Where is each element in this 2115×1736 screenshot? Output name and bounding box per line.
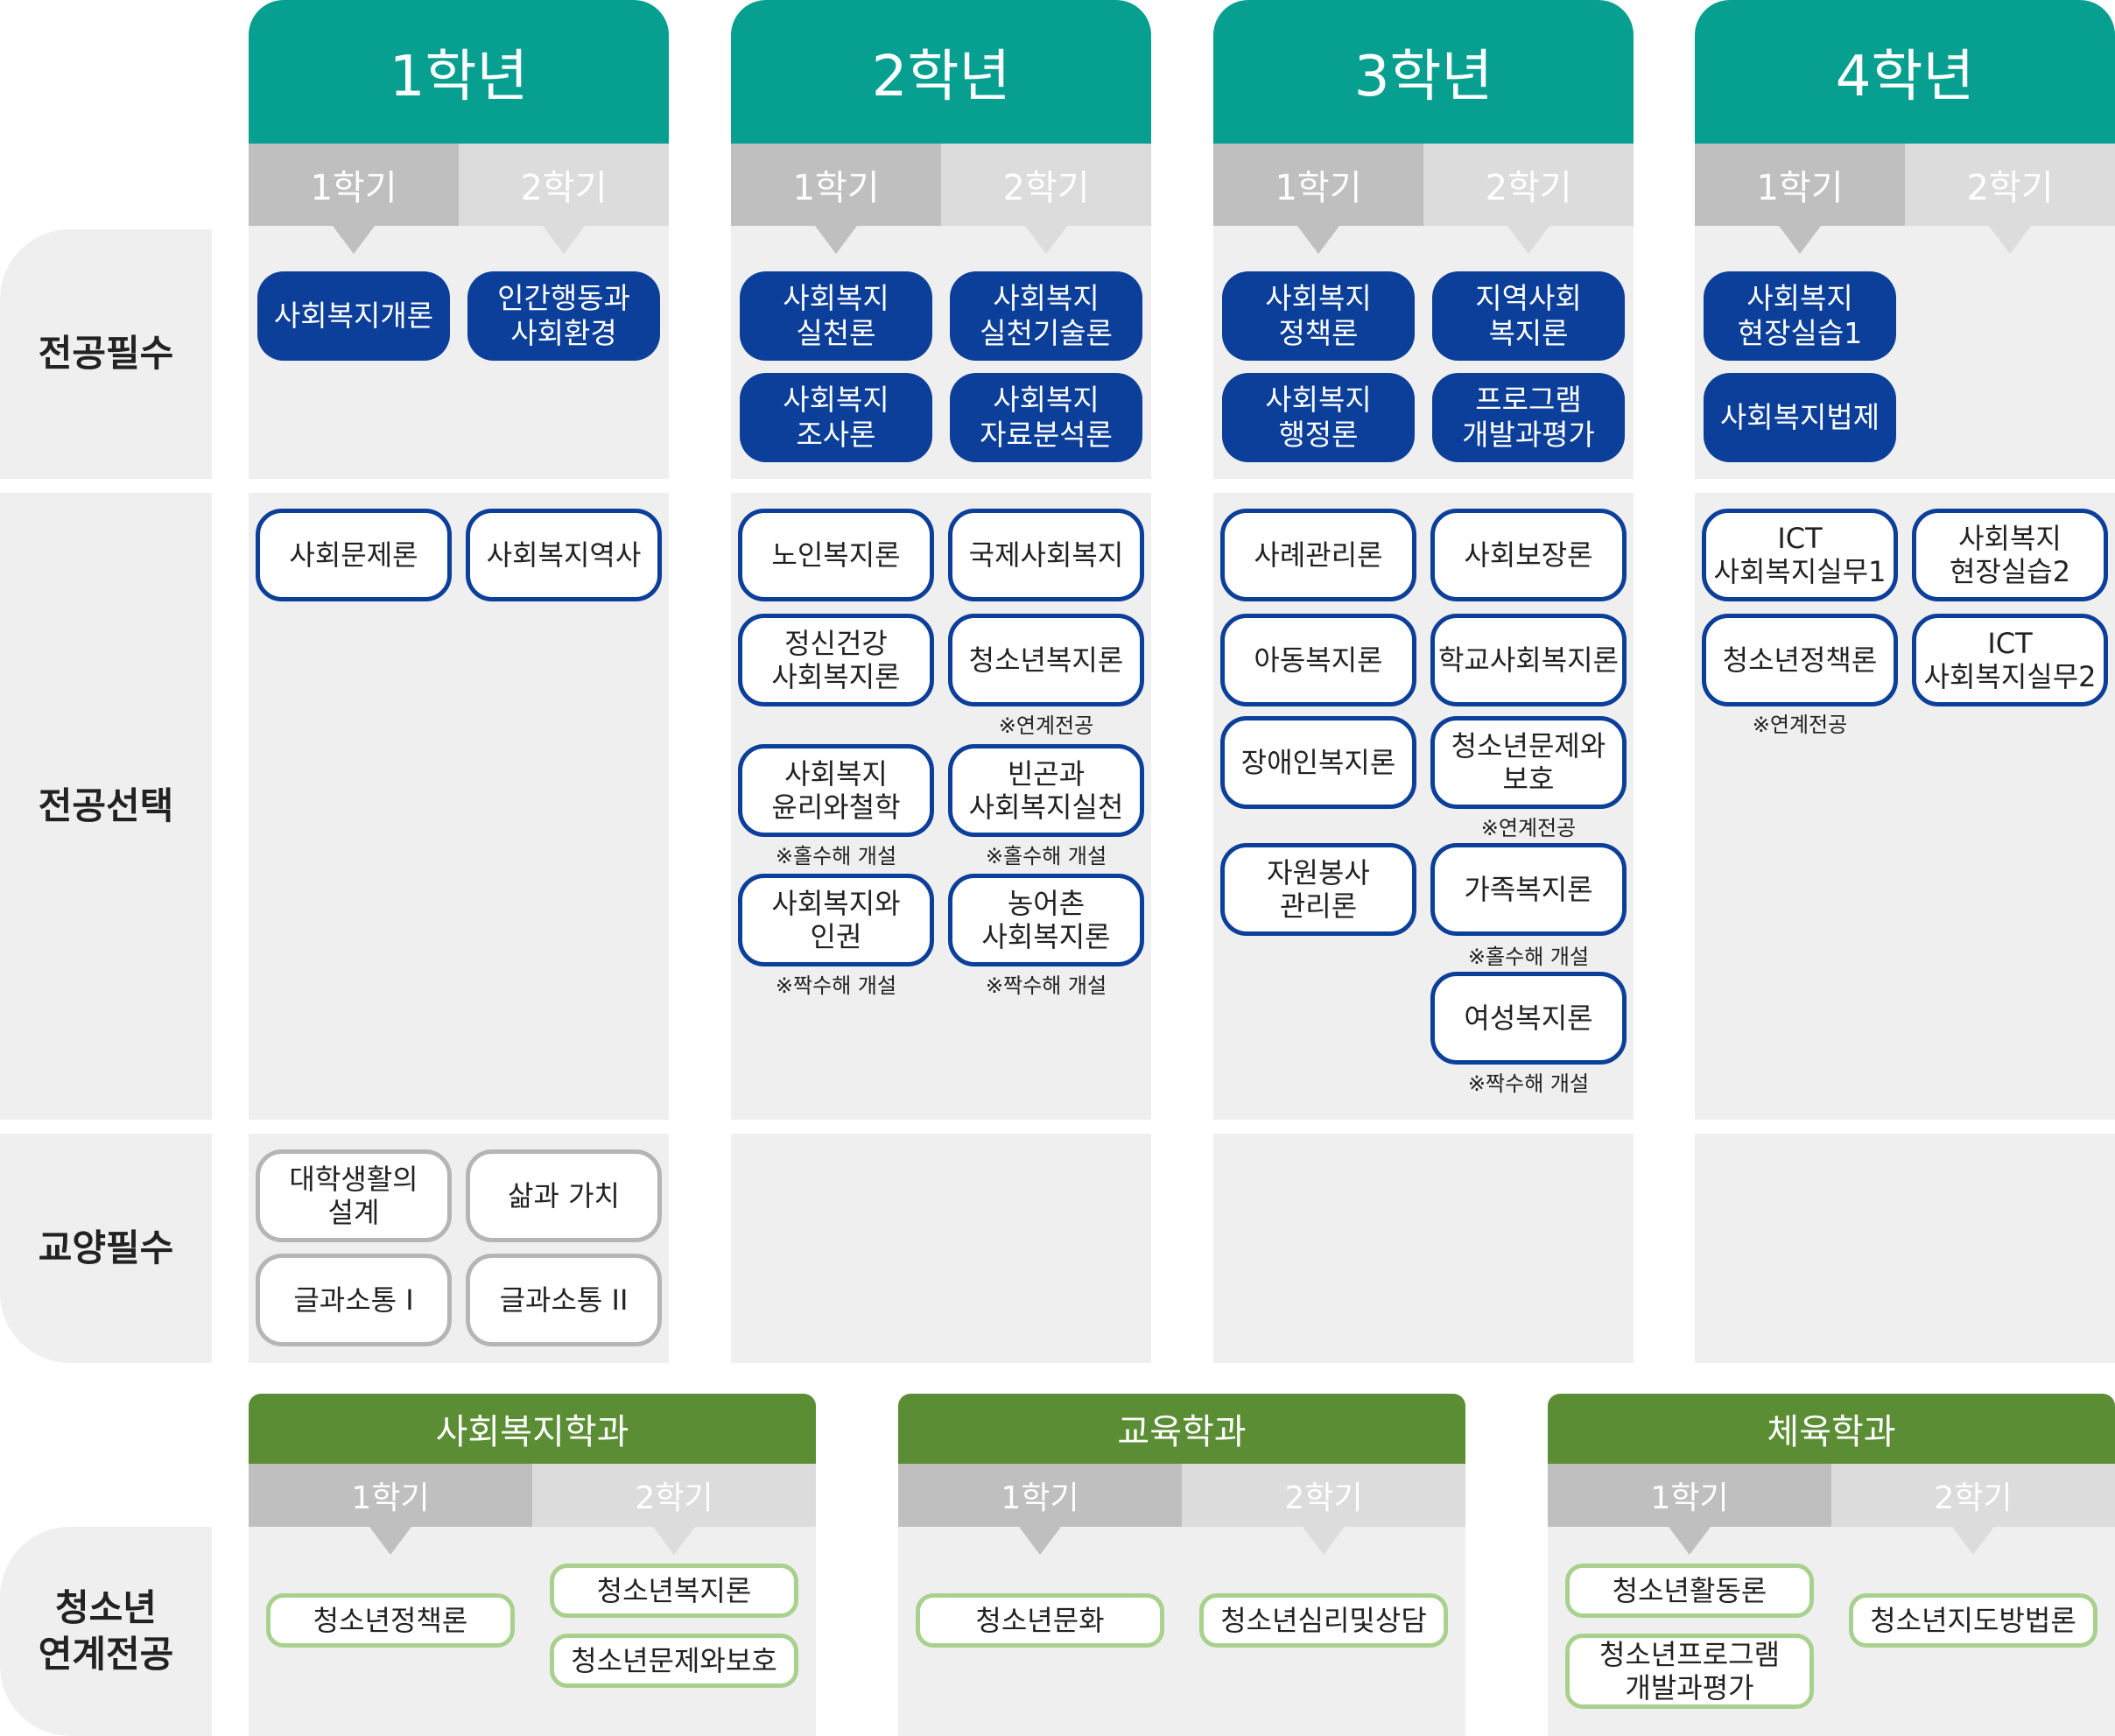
- semester-arrow: [1025, 226, 1067, 254]
- course-required[interactable]: 사회복지 조사론: [740, 373, 932, 462]
- semester-1-header: 1학기: [1548, 1464, 1831, 1527]
- course-elective[interactable]: 장애인복지론: [1220, 716, 1416, 809]
- course-general[interactable]: 글과소통 I: [256, 1254, 452, 1346]
- course-elective[interactable]: ICT 사회복지실무2: [1912, 614, 2108, 706]
- course-general[interactable]: 대학생활의 설계: [256, 1149, 452, 1242]
- course-elective[interactable]: 사회문제론: [256, 509, 452, 601]
- dept-header: 체육학과: [1548, 1394, 2115, 1464]
- course-elective[interactable]: 청소년복지론: [948, 614, 1144, 706]
- panel-general-y3: [1213, 1134, 1634, 1363]
- semester-1-header: 1학기: [249, 144, 459, 226]
- course-required[interactable]: 사회복지 행정론: [1222, 373, 1415, 462]
- semester-arrow: [1507, 226, 1549, 254]
- course-elective[interactable]: 사회복지 윤리와철학: [738, 744, 934, 837]
- semester-arrow: [369, 1527, 411, 1555]
- course-required[interactable]: 사회복지 실천기술론: [950, 271, 1142, 361]
- semester-1-header: 1학기: [1213, 144, 1423, 226]
- semester-arrow: [1303, 1527, 1345, 1555]
- course-linked[interactable]: 청소년활동론: [1565, 1564, 1814, 1618]
- note-odd-year: ※홀수해 개설: [985, 844, 1107, 868]
- semester-2-header: 2학기: [532, 1464, 816, 1527]
- semester-arrow: [1669, 1527, 1711, 1555]
- course-elective[interactable]: 여성복지론: [1430, 972, 1627, 1065]
- semester-arrow: [815, 226, 857, 254]
- note-odd-year: ※홀수해 개설: [775, 844, 897, 868]
- semester-1-header: 1학기: [731, 144, 941, 226]
- year-header-4: 4학년: [1695, 0, 2115, 144]
- course-required[interactable]: 사회복지 자료분석론: [950, 373, 1142, 462]
- course-required[interactable]: 사회복지개론: [257, 271, 450, 361]
- panel-general-y4: [1695, 1134, 2115, 1363]
- course-required[interactable]: 사회복지 정책론: [1222, 271, 1415, 361]
- semester-2-header: 2학기: [1182, 1464, 1465, 1527]
- semester-2-header: 2학기: [1423, 144, 1634, 226]
- course-elective[interactable]: 사회복지 현장실습2: [1912, 509, 2108, 601]
- course-elective[interactable]: 학교사회복지론: [1430, 614, 1627, 706]
- course-linked[interactable]: 청소년지도방법론: [1849, 1593, 2097, 1648]
- semester-arrow: [543, 226, 585, 254]
- semester-arrow: [333, 226, 375, 254]
- semester-arrow: [1297, 226, 1339, 254]
- semester-2-header: 2학기: [1831, 1464, 2115, 1527]
- course-linked[interactable]: 청소년문제와보호: [550, 1634, 798, 1688]
- course-general[interactable]: 글과소통 II: [466, 1254, 662, 1346]
- course-elective[interactable]: 국제사회복지: [948, 509, 1144, 601]
- course-required[interactable]: 프로그램 개발과평가: [1432, 373, 1625, 462]
- semester-arrow: [1989, 226, 2031, 254]
- course-elective[interactable]: 정신건강 사회복지론: [738, 614, 934, 706]
- semester-1-header: 1학기: [898, 1464, 1182, 1527]
- note-linked-major: ※연계전공: [1480, 816, 1577, 840]
- course-linked[interactable]: 청소년심리및상담: [1199, 1593, 1448, 1648]
- course-elective[interactable]: 청소년정책론: [1702, 614, 1898, 706]
- note-odd-year: ※홀수해 개설: [1467, 945, 1590, 969]
- year-header-2: 2학년: [731, 0, 1151, 144]
- semester-arrow: [1019, 1527, 1061, 1555]
- row-label-major-required: 전공필수: [0, 229, 212, 479]
- semester-arrow: [1952, 1527, 1994, 1555]
- course-required[interactable]: 사회복지법제: [1704, 373, 1896, 462]
- row-label-youth-linked: 청소년 연계전공: [0, 1527, 212, 1736]
- course-required[interactable]: 지역사회 복지론: [1432, 271, 1625, 361]
- course-elective[interactable]: ICT 사회복지실무1: [1702, 509, 1898, 601]
- course-linked[interactable]: 청소년프로그램 개발과평가: [1565, 1634, 1814, 1709]
- course-elective[interactable]: 빈곤과 사회복지실천: [948, 744, 1144, 837]
- course-elective[interactable]: 사회복지역사: [466, 509, 662, 601]
- semester-2-header: 2학기: [1905, 144, 2115, 226]
- note-even-year: ※짝수해 개설: [985, 973, 1107, 998]
- course-required[interactable]: 사회복지 현장실습1: [1704, 271, 1896, 361]
- semester-arrow: [1779, 226, 1821, 254]
- course-linked[interactable]: 청소년문화: [916, 1593, 1164, 1648]
- semester-2-header: 2학기: [459, 144, 669, 226]
- note-even-year: ※짝수해 개설: [775, 973, 897, 998]
- course-required[interactable]: 사회복지 실천론: [740, 271, 932, 361]
- panel-general-y2: [731, 1134, 1151, 1363]
- semester-arrow: [653, 1527, 695, 1555]
- semester-1-header: 1학기: [1695, 144, 1905, 226]
- course-linked[interactable]: 청소년정책론: [266, 1593, 515, 1648]
- row-label-major-elective: 전공선택: [0, 493, 212, 1120]
- course-elective[interactable]: 청소년문제와 보호: [1430, 716, 1627, 809]
- note-linked-major: ※연계전공: [1752, 713, 1848, 737]
- row-label-general-required: 교양필수: [0, 1134, 212, 1363]
- course-elective[interactable]: 사례관리론: [1220, 509, 1416, 601]
- year-header-1: 1학년: [249, 0, 669, 144]
- course-elective[interactable]: 사회보장론: [1430, 509, 1627, 601]
- dept-header: 사회복지학과: [249, 1394, 816, 1464]
- course-required[interactable]: 인간행동과 사회환경: [467, 271, 660, 361]
- course-elective[interactable]: 사회복지와 인권: [738, 874, 934, 966]
- course-elective[interactable]: 노인복지론: [738, 509, 934, 601]
- course-elective[interactable]: 자원봉사 관리론: [1220, 843, 1416, 936]
- course-elective[interactable]: 아동복지론: [1220, 614, 1416, 706]
- course-elective[interactable]: 가족복지론: [1430, 843, 1627, 936]
- note-even-year: ※짝수해 개설: [1467, 1072, 1590, 1096]
- dept-header: 교육학과: [898, 1394, 1465, 1464]
- year-header-3: 3학년: [1213, 0, 1634, 144]
- semester-2-header: 2학기: [941, 144, 1151, 226]
- course-general[interactable]: 삶과 가치: [466, 1149, 662, 1242]
- note-linked-major: ※연계전공: [998, 713, 1094, 738]
- course-linked[interactable]: 청소년복지론: [550, 1564, 798, 1618]
- course-elective[interactable]: 농어촌 사회복지론: [948, 874, 1144, 966]
- semester-1-header: 1학기: [249, 1464, 532, 1527]
